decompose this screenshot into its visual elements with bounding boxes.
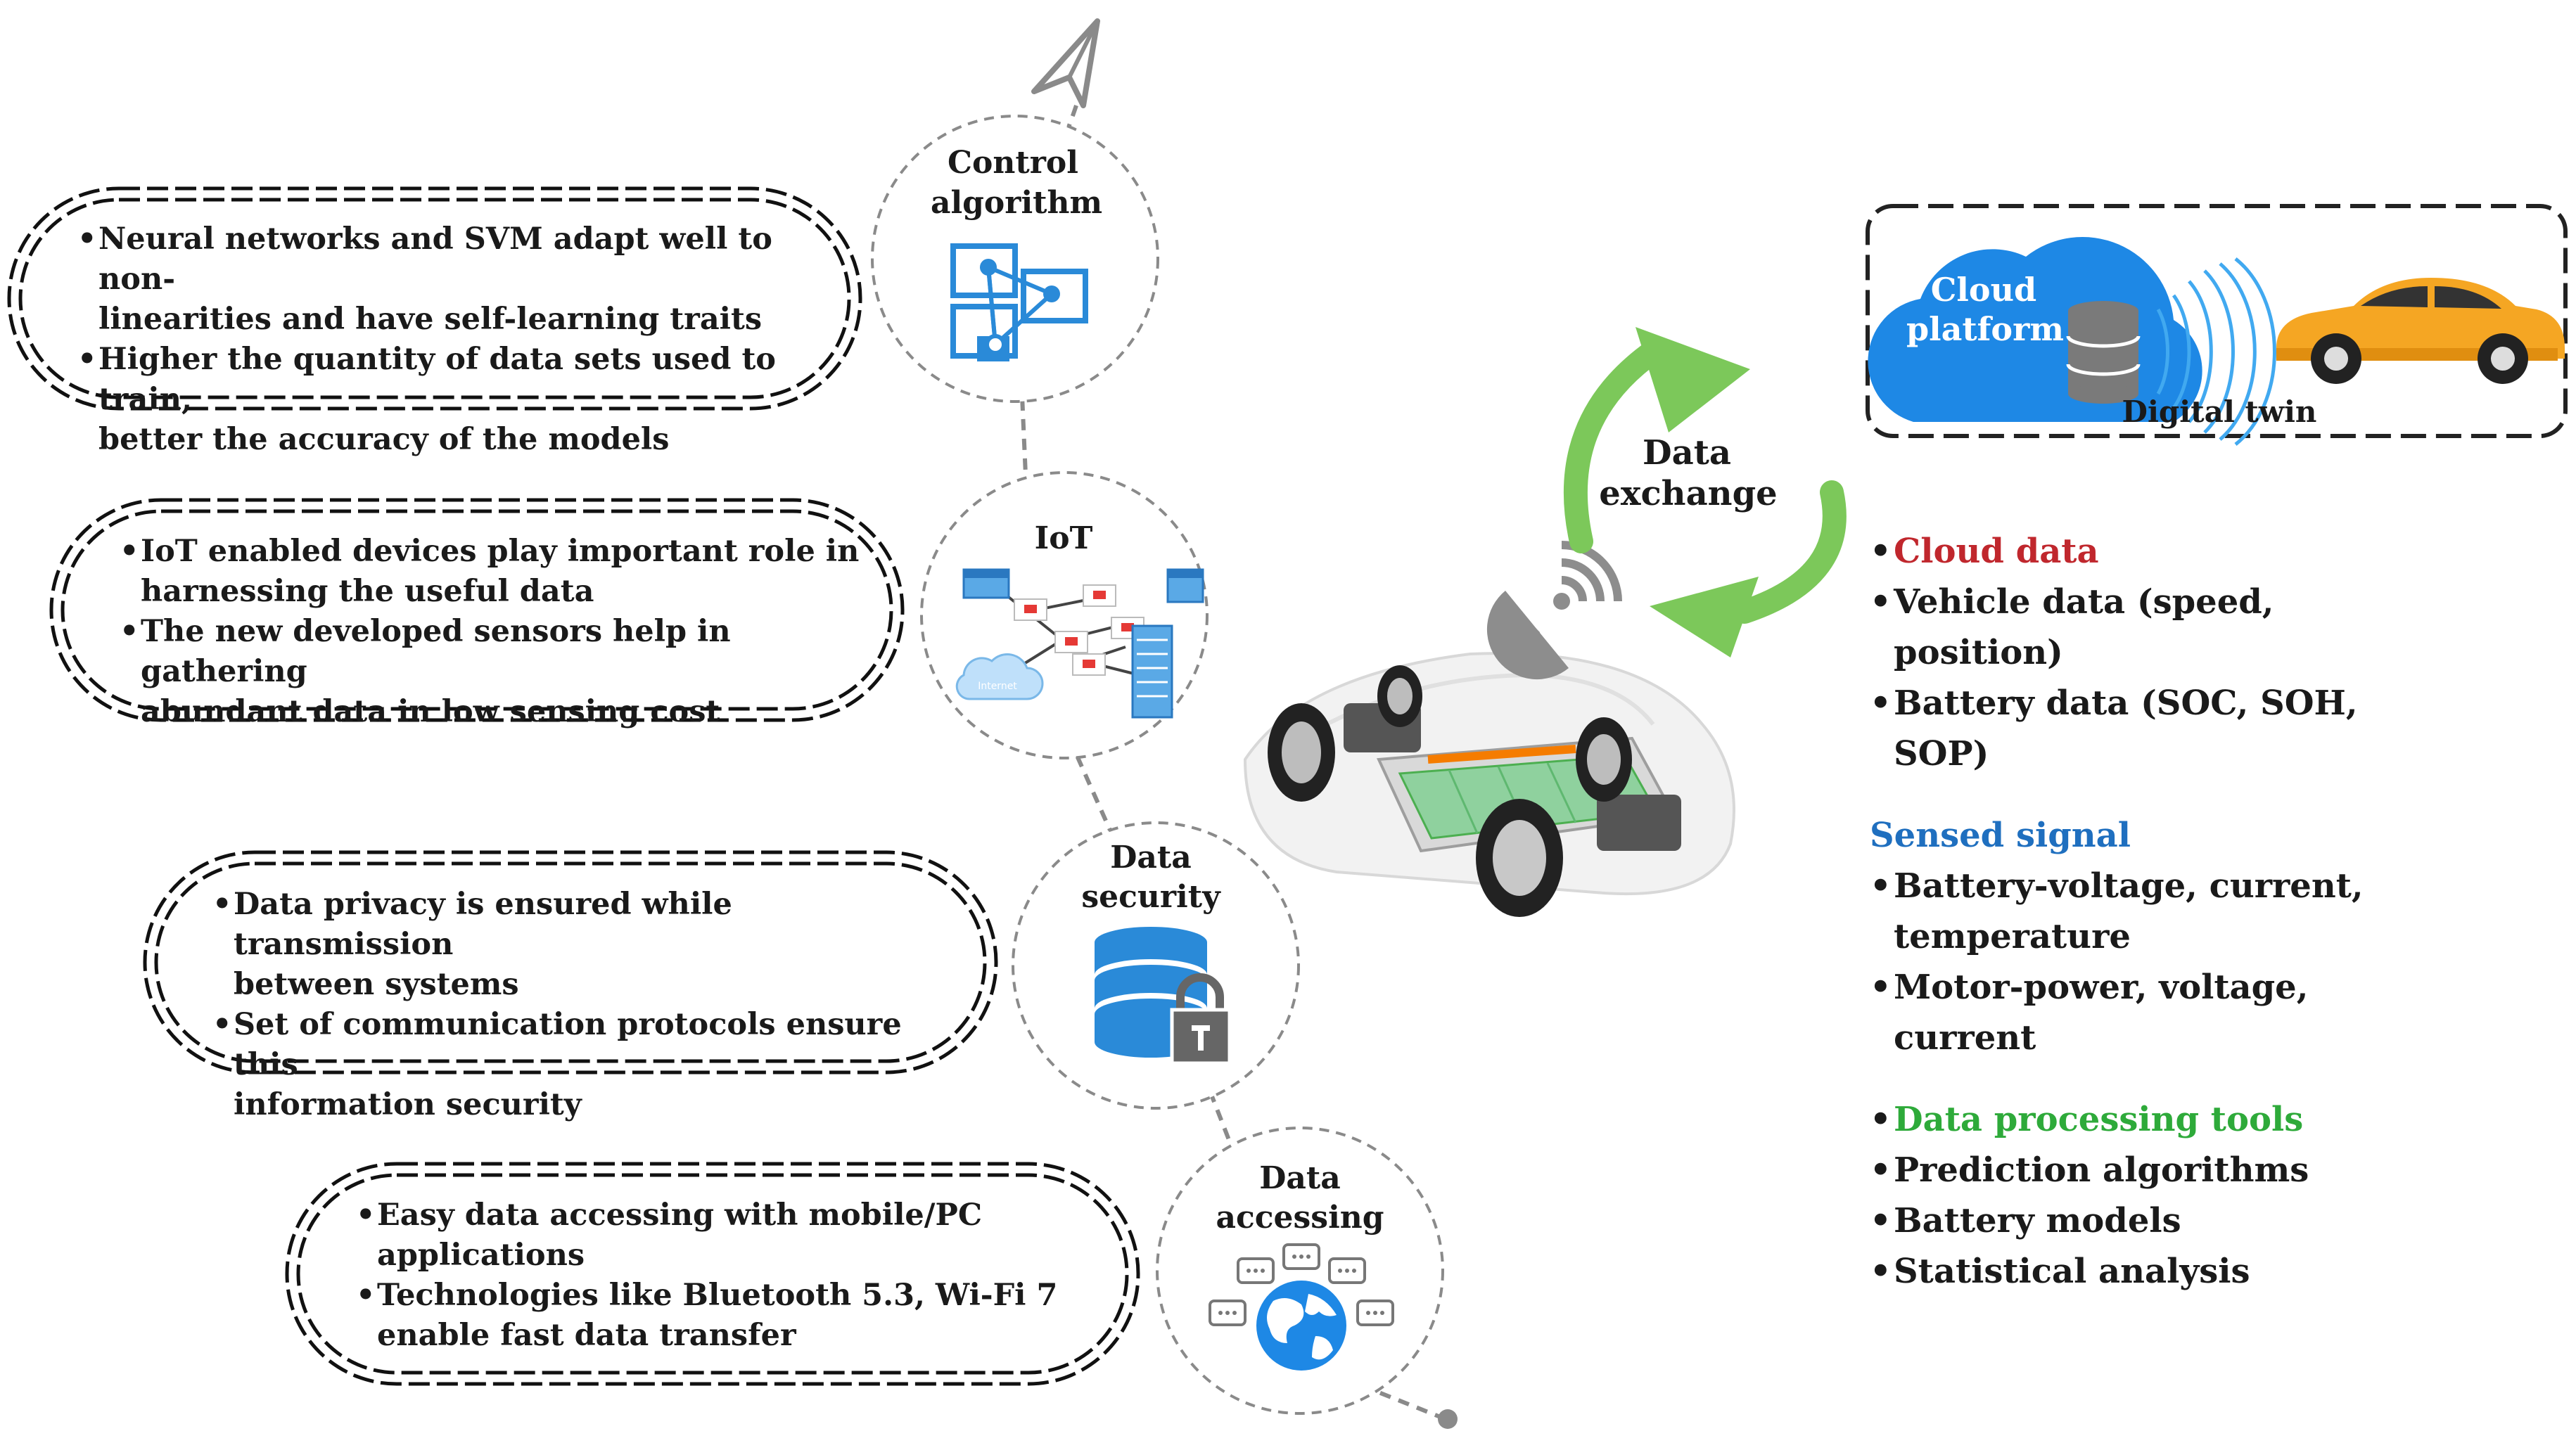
pill-bullet-cont: enable fast data transfer [356,1316,1102,1356]
database-lock-icon [1095,927,1232,1065]
pill-security [143,850,998,1074]
list-item-text: Statistical analysis [1894,1252,2250,1291]
list-item-cont: temperature [1870,911,2559,962]
list-item-cont: position) [1870,627,2559,678]
list-item-text: Prediction algorithms [1894,1150,2309,1190]
pill-line: linearities and have self-learning trait… [98,302,763,337]
list-item: •Vehicle data (speed, [1870,577,2559,627]
pill-accessing-text: •Easy data accessing with mobile/PC appl… [356,1195,1102,1356]
pill-bullet: •The new developed sensors help in gathe… [120,612,865,692]
group-heading-cloud: •Cloud data [1870,526,2559,577]
list-item-text: Vehicle data (speed, [1894,582,2274,622]
pill-line: Neural networks and SVM adapt well to no… [98,222,772,297]
pill-bullet-cont: better the accuracy of the models [77,420,823,460]
globe-chat-icon [1209,1243,1394,1371]
network-graph-icon [950,243,1088,361]
timeline-end-dot [1438,1409,1458,1429]
pill-iot-text: •IoT enabled devices play important role… [120,532,865,732]
pill-line: IoT enabled devices play important role … [141,534,860,569]
database-icon [2066,301,2141,404]
pill-line: enable fast data transfer [377,1318,796,1353]
list-item: •Battery-voltage, current, [1870,861,2559,911]
pill-bullet: •IoT enabled devices play important role… [120,532,865,572]
list-item-text: current [1894,1018,2036,1058]
node-label-security-2: security [1081,879,1221,915]
pill-bullet-cont: abundant data in low sensing cost [120,692,865,732]
digital-twin-box [1866,204,2568,438]
yellow-car-icon [2276,278,2565,384]
pill-line: Easy data accessing with mobile/PC [377,1198,983,1233]
iot-network-icon: Internet [955,568,1204,719]
list-item: •Motor-power, voltage, [1870,962,2559,1013]
list-item-text: SOP) [1894,734,1989,774]
list-item: •Statistical analysis [1870,1246,2559,1297]
antenna-icon [1486,541,1622,680]
pill-line: The new developed sensors help in gather… [141,614,731,689]
list-item-text: Battery-voltage, current, [1894,866,2364,906]
group-heading-text: Cloud data [1894,532,2099,571]
pill-line: Higher the quantity of data sets used to… [98,342,776,417]
list-item: •Prediction algorithms [1870,1145,2559,1195]
pill-line: applications [377,1238,585,1273]
node-label-accessing-1: Data [1259,1160,1341,1196]
cloud-label-1: Cloud [1931,271,2036,309]
pill-line: better the accuracy of the models [98,422,670,457]
right-column-list: •Cloud data •Vehicle data (speed, positi… [1870,526,2559,1297]
group-heading-text: Data processing tools [1894,1100,2304,1139]
list-item-text: position) [1894,633,2063,672]
list-item: •Battery data (SOC, SOH, [1870,678,2559,729]
exchange-arrow-down [1650,480,1847,657]
digital-twin-caption: Digital twin [2122,394,2317,429]
pill-bullet-cont: information security [212,1085,958,1125]
list-item-text: Motor-power, voltage, [1894,968,2309,1007]
list-item-text: temperature [1894,917,2131,956]
pill-bullet-cont: harnessing the useful data [120,572,865,612]
group-heading-sensed: Sensed signal [1870,810,2559,861]
group-heading-processing: •Data processing tools [1870,1094,2559,1145]
pill-bullet-cont: linearities and have self-learning trait… [77,300,823,340]
node-label-accessing-2: accessing [1216,1200,1384,1236]
pill-bullet: •Easy data accessing with mobile/PC [356,1195,1102,1236]
group-heading-text: Sensed signal [1870,816,2131,855]
cloud-label-2: platform [1906,310,2064,348]
list-item: •Battery models [1870,1195,2559,1246]
exchange-arrow-up [1563,327,1750,553]
pill-iot [49,498,905,722]
pill-bullet: •Neural networks and SVM adapt well to n… [77,219,823,300]
list-item-cont: current [1870,1013,2559,1063]
pill-line: information security [234,1087,582,1122]
node-label-control-2: algorithm [931,185,1102,221]
list-item-text: Battery data (SOC, SOH, [1894,684,2358,723]
pill-line: Data privacy is ensured while transmissi… [234,887,732,962]
paper-plane-icon [1031,18,1100,108]
ev-chassis-car [1243,652,1735,917]
node-label-iot: IoT [1035,520,1093,556]
list-item-cont: SOP) [1870,729,2559,779]
pill-line: harnessing the useful data [141,574,594,609]
pill-control [7,186,862,411]
pill-line: Set of communication protocols ensure th… [234,1007,902,1082]
pill-line: between systems [234,967,519,1002]
node-label-control-1: Control [948,145,1078,181]
pill-line: abundant data in low sensing cost [141,694,720,729]
pill-bullet: •Data privacy is ensured while transmiss… [212,885,958,965]
pill-bullet: •Set of communication protocols ensure t… [212,1005,958,1085]
pill-bullet: •Higher the quantity of data sets used t… [77,340,823,420]
pill-accessing [285,1162,1140,1386]
iot-internet-label: Internet [978,681,1017,692]
wireless-waves-icon [2156,257,2276,446]
node-label-security-1: Data [1110,840,1192,875]
exchange-label-2: exchange [1599,474,1777,513]
list-item-text: Battery models [1894,1201,2181,1240]
node-circle-accessing [1156,1127,1444,1415]
exchange-label-1: Data [1643,433,1731,473]
pill-control-text: •Neural networks and SVM adapt well to n… [77,219,823,460]
pill-bullet-cont: between systems [212,965,958,1005]
pill-security-text: •Data privacy is ensured while transmiss… [212,885,958,1125]
pill-line: Technologies like Bluetooth 5.3, Wi-Fi 7 [377,1278,1058,1313]
pill-bullet: •Technologies like Bluetooth 5.3, Wi-Fi … [356,1276,1102,1316]
pill-bullet-cont: applications [356,1236,1102,1276]
